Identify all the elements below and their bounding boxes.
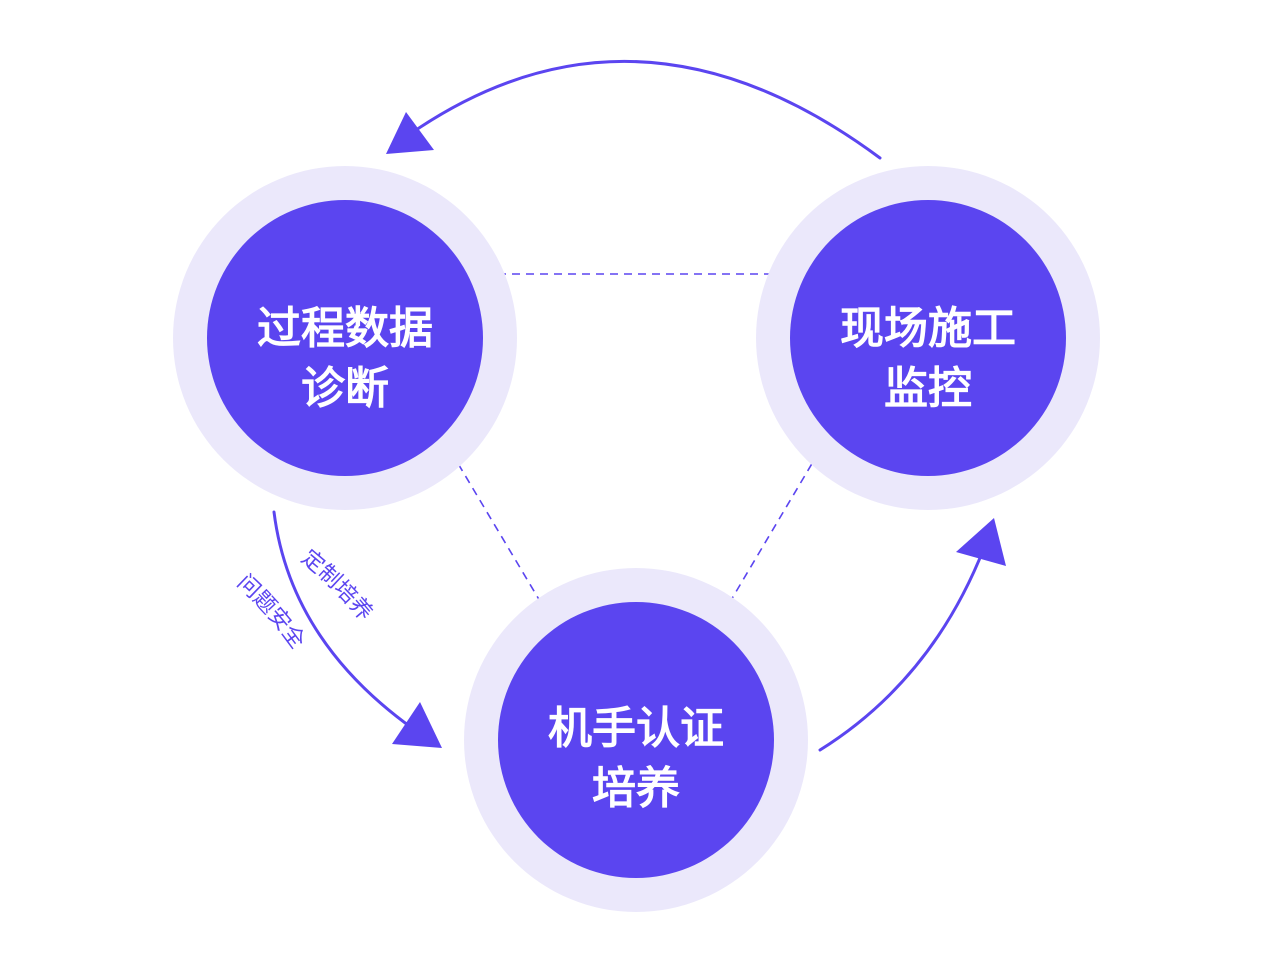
node-label-line2: 监控 [884,363,972,414]
node-label-line2: 诊断 [301,363,389,414]
node-label-line1: 现场施工 [840,303,1016,354]
node-label-line2: 培养 [592,763,680,814]
arrowhead-icon [386,112,434,154]
node-label-line1: 机手认证 [548,703,724,754]
node-training: 机手认证 培养 [464,568,808,912]
arrowhead-icon [392,702,442,748]
node-label-line1: 过程数据 [257,303,433,354]
arc-label-inner-text: 问题安全 [232,570,310,653]
node-core [207,200,483,476]
arrow-diagnosis-to-training [272,510,442,748]
dashed-connector-right [723,439,827,613]
arc-label-inner: 问题安全 [232,570,310,653]
node-diagnosis: 过程数据 诊断 [173,166,517,510]
dashed-connector-left [443,439,557,629]
node-core [790,200,1066,476]
node-monitoring: 现场施工 监控 [756,166,1100,510]
arrowhead-icon [956,518,1006,566]
node-core [498,602,774,878]
arrow-training-to-monitoring [818,518,1006,752]
arrow-monitoring-to-diagnosis [386,59,882,160]
